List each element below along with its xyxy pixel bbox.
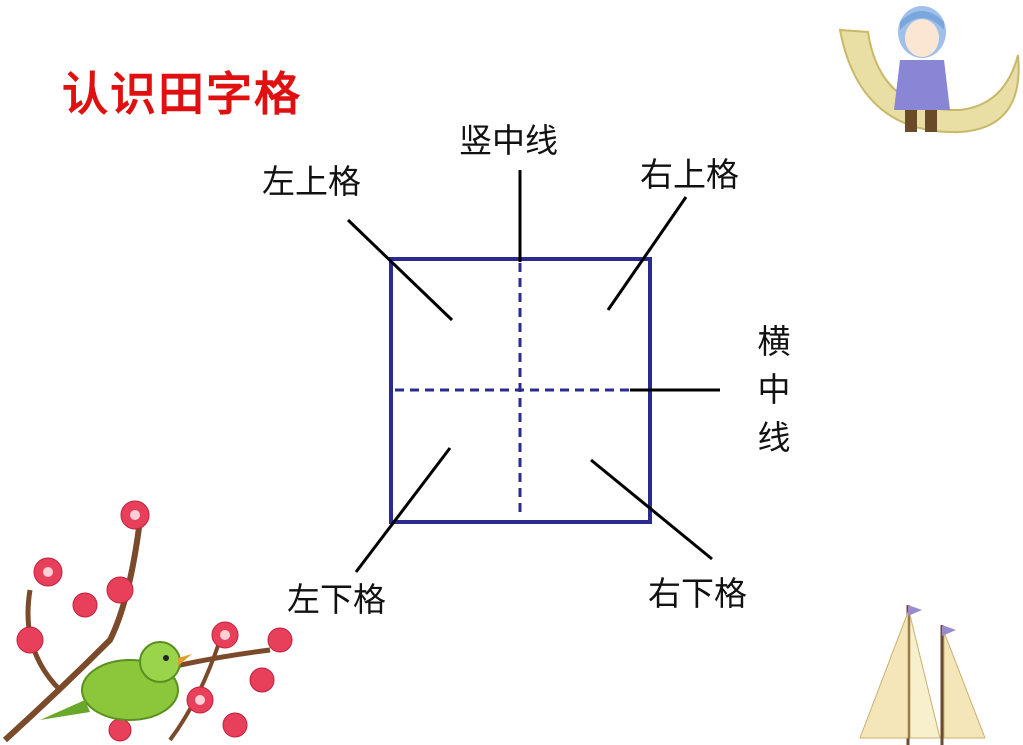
label-bottom-left-cell: 左下格 bbox=[287, 580, 386, 619]
leader-top-left bbox=[346, 218, 454, 322]
leader-top-right bbox=[606, 196, 688, 311]
leader-bottom-right bbox=[590, 458, 713, 561]
leader-lines bbox=[346, 170, 720, 573]
moon-girl-icon bbox=[838, 6, 1020, 134]
page-title: 认识田字格 bbox=[62, 67, 302, 121]
label-horizontal-center-line: 横中线 bbox=[757, 322, 791, 457]
label-vertical-center-line: 竖中线 bbox=[459, 121, 558, 160]
plum-blossom-bird-icon bbox=[2, 500, 293, 743]
leader-bottom-left bbox=[354, 447, 452, 573]
label-top-left-cell: 左上格 bbox=[262, 162, 361, 201]
label-bottom-right-cell: 右下格 bbox=[648, 574, 747, 613]
label-top-right-cell: 右上格 bbox=[640, 155, 739, 194]
sailboat-icon bbox=[859, 605, 986, 745]
